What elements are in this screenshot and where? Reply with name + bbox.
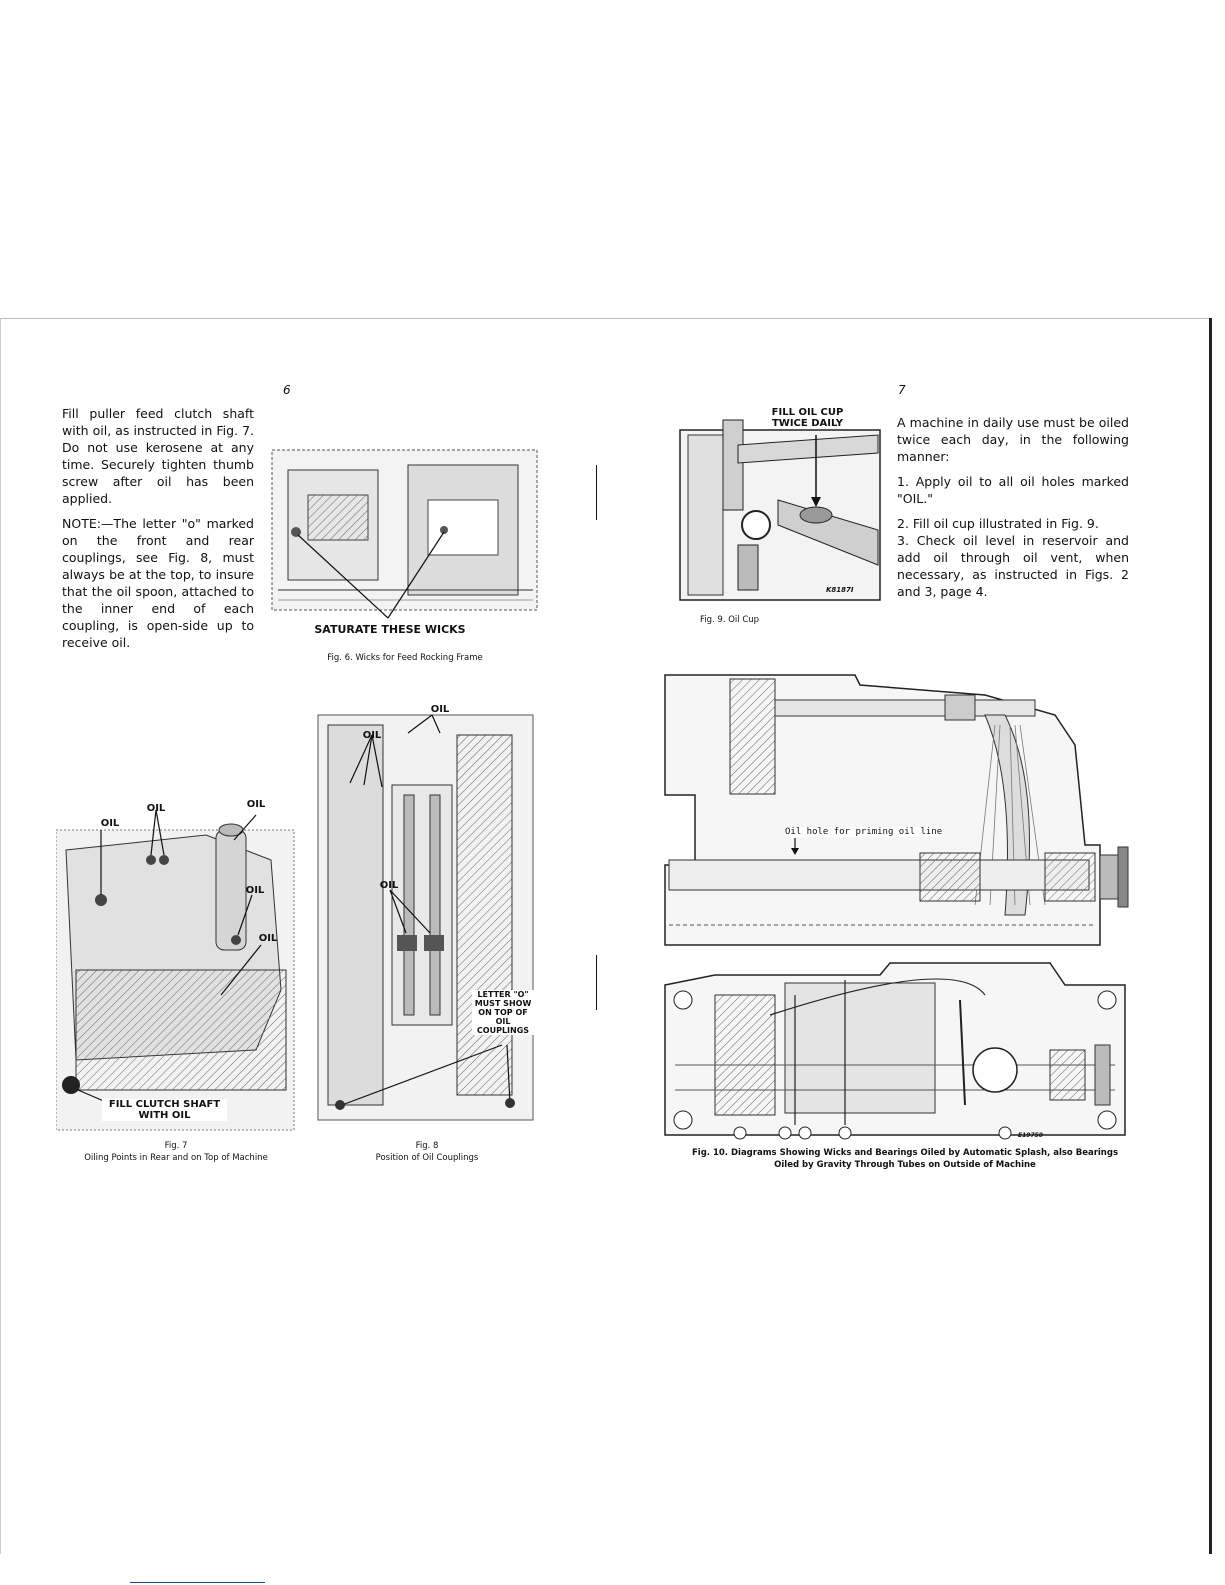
- fig7-caption-text: Oiling Points in Rear and on Top of Mach…: [84, 1153, 268, 1163]
- fig6-caption: Fig. 6. Wicks for Feed Rocking Frame: [327, 653, 483, 663]
- fig9-label-line1: FILL OIL CUP: [771, 407, 844, 418]
- fig8-caption: Fig. 8 Position of Oil Couplings: [312, 1140, 542, 1164]
- step-1: 1. Apply oil to all oil holes marked "OI…: [897, 474, 1129, 506]
- step-2: 2. Fill oil cup illustrated in Fig. 9.: [897, 516, 1099, 531]
- step-3: 3. Check oil level in reservoir and add …: [897, 533, 1129, 599]
- bottom-underline: [130, 1582, 265, 1583]
- page-edge-right: [1209, 318, 1212, 1554]
- left-page-text: Fill puller feed clutch shaft with oil, …: [62, 405, 254, 659]
- gutter-mark-top: [596, 465, 597, 520]
- spread-top-border: [0, 318, 1212, 1555]
- fig10-caption-line2: Oiled by Gravity Through Tubes on Outsid…: [774, 1160, 1036, 1170]
- paragraph-note-couplings: NOTE:—The letter "o" marked on the front…: [62, 516, 254, 650]
- fig7-callout: FILL CLUTCH SHAFT WITH OIL: [102, 1099, 227, 1121]
- fig7-oil-label-2: OIL: [100, 818, 120, 829]
- page-edge-left: [0, 318, 1, 1554]
- fig8-caption-title: Fig. 8: [415, 1141, 439, 1151]
- fig7-caption-title: Fig. 7: [164, 1141, 188, 1151]
- fig7-caption: Fig. 7 Oiling Points in Rear and on Top …: [56, 1140, 296, 1164]
- fig8-callout: LETTER "O" MUST SHOW ON TOP OF OIL COUPL…: [472, 990, 534, 1035]
- fig10-annotation: Oil hole for priming oil line: [785, 827, 943, 837]
- fig8-oil-label-2: OIL: [362, 730, 382, 741]
- fig9-label-line2: TWICE DAILY: [771, 418, 844, 429]
- page-number-right: 7: [898, 383, 906, 397]
- fig7-oil-label-3: OIL: [246, 799, 266, 810]
- fig9-caption: Fig. 9. Oil Cup: [700, 615, 760, 625]
- paragraph-fill-clutch: Fill puller feed clutch shaft with oil, …: [62, 406, 254, 506]
- fig7-oil-label-1: OIL: [146, 803, 166, 814]
- fig8-oil-label-1: OIL: [430, 704, 450, 715]
- fig6-label: SATURATE THESE WICKS: [314, 623, 466, 636]
- fig10-caption: Fig. 10. Diagrams Showing Wicks and Bear…: [640, 1147, 1170, 1171]
- paragraph-daily-use: A machine in daily use must be oiled twi…: [897, 415, 1129, 464]
- figure-8-oil-couplings-photo: [312, 705, 542, 1130]
- fig7-oil-label-4: OIL: [245, 885, 265, 896]
- fig8-oil-label-3: OIL: [379, 880, 399, 891]
- fig9-code: K8187I: [826, 586, 854, 594]
- figure-7-oiling-points-photo: [56, 790, 296, 1145]
- figure-9-oil-cup-photo: [678, 405, 883, 605]
- fig9-label: FILL OIL CUP TWICE DAILY: [760, 407, 855, 429]
- fig7-oil-label-5: OIL: [258, 933, 278, 944]
- figure-6-wicks-photo: [268, 440, 543, 640]
- figure-10-diagrams: [655, 665, 1145, 1147]
- fig8-caption-text: Position of Oil Couplings: [375, 1153, 479, 1163]
- page-number-left: 6: [283, 383, 291, 397]
- fig10-caption-line1: Fig. 10. Diagrams Showing Wicks and Bear…: [691, 1148, 1119, 1158]
- gutter-mark-bottom: [596, 955, 597, 1010]
- fig10-code: E19750: [1018, 1132, 1043, 1139]
- right-page-text: A machine in daily use must be oiled twi…: [897, 414, 1129, 608]
